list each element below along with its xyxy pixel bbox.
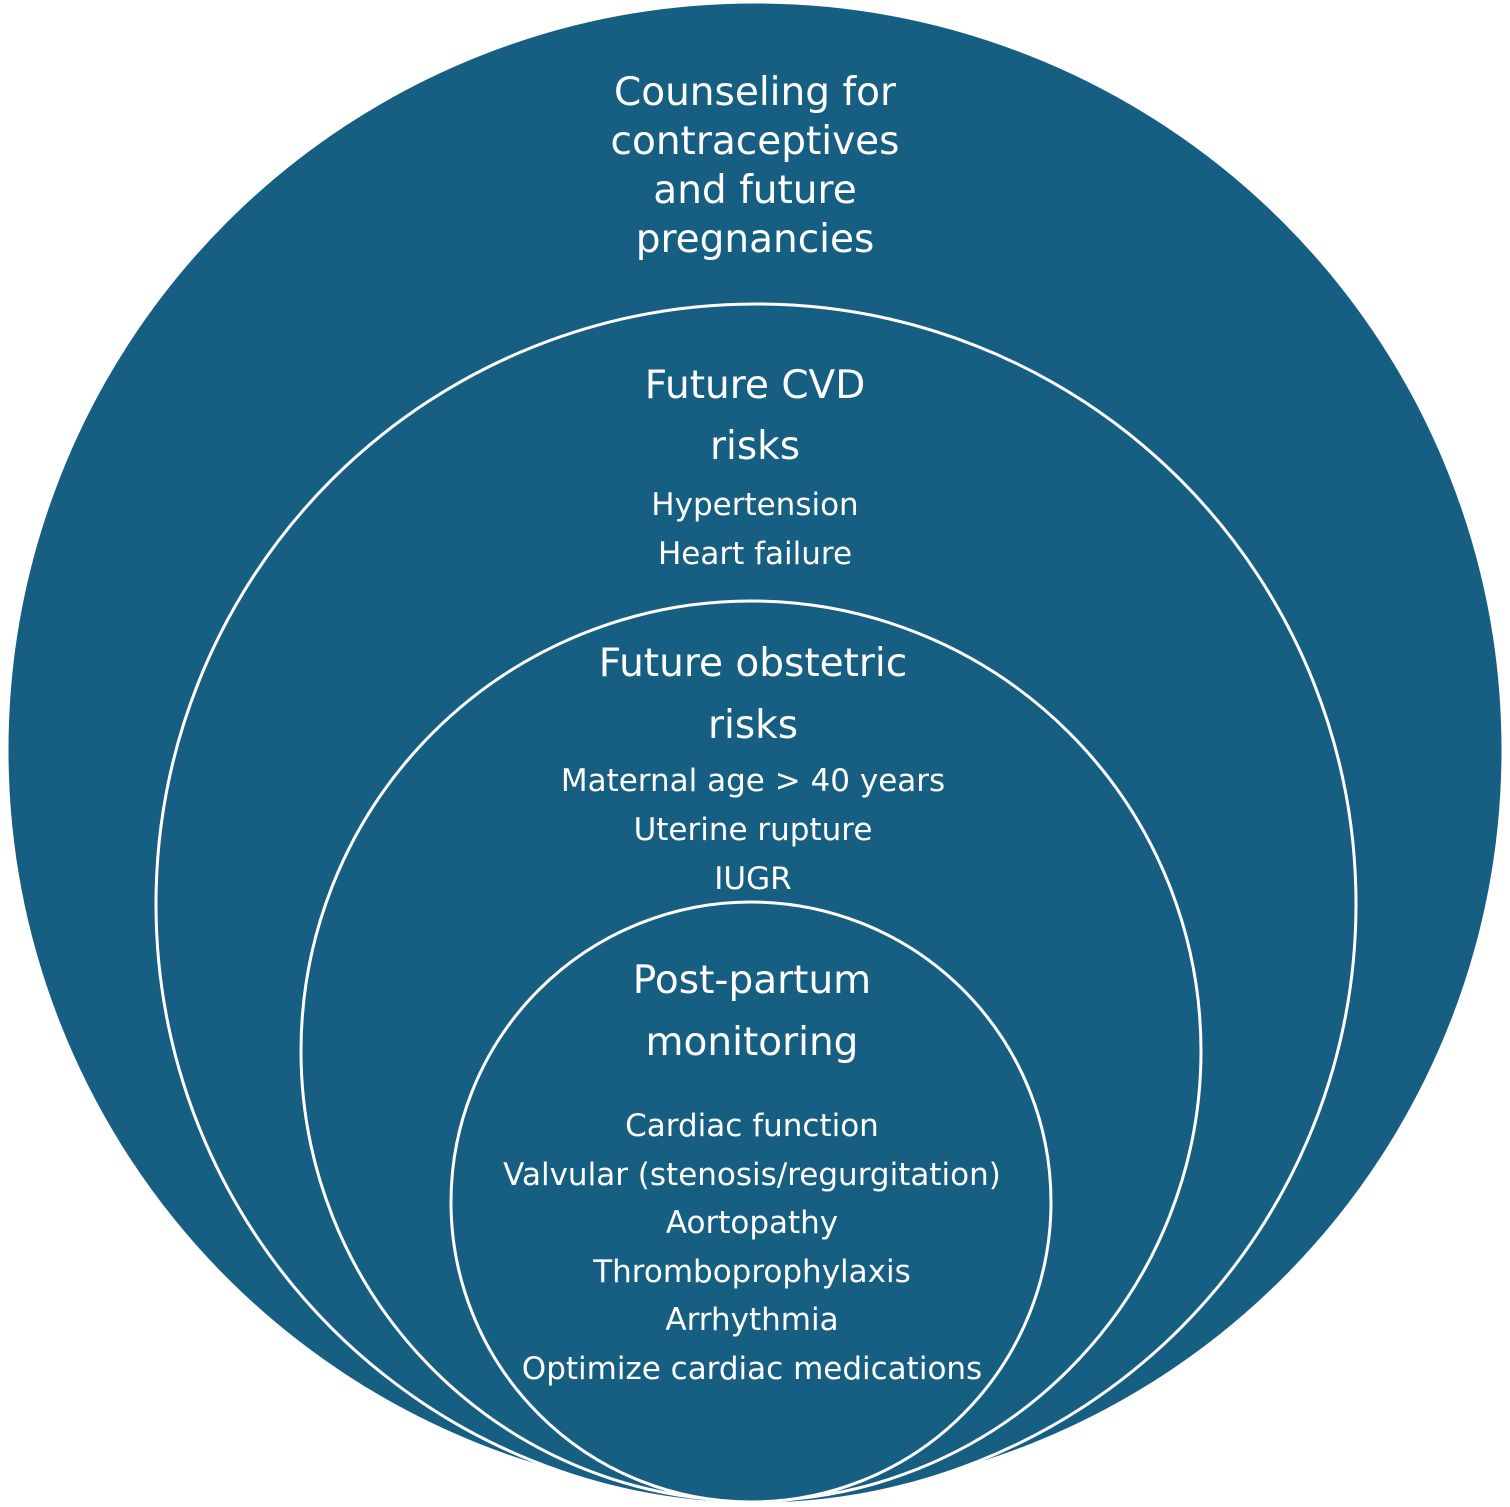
heading-line: risks [707, 703, 799, 748]
list-item: Maternal age > 40 years [560, 763, 946, 799]
future-obstetric-risks-heading: Future obstetric risks [561, 633, 945, 757]
list-item: Aortopathy [665, 1205, 839, 1242]
list-item: Hypertension [651, 487, 859, 523]
heading-line: pregnancies [635, 217, 875, 262]
list-item: Heart failure [657, 536, 853, 572]
post-partum-monitoring-label: Post-partum monitoring Cardiac function … [503, 950, 1001, 1394]
heading-line: Future obstetric [598, 641, 908, 686]
future-obstetric-risks-list: Maternal age > 40 years Uterine rupture … [561, 757, 945, 904]
heading-line: monitoring [645, 1020, 859, 1065]
future-cvd-risks-label: Future CVD risks Hypertension Heart fail… [645, 355, 866, 579]
post-partum-monitoring-list: Cardiac function Valvular (stenosis/regu… [503, 1102, 1001, 1394]
heading-line: contraceptives [610, 119, 900, 164]
list-item: Valvular (stenosis/regurgitation) [503, 1156, 1001, 1193]
list-item: Uterine rupture [633, 812, 873, 848]
future-obstetric-risks-label: Future obstetric risks Maternal age > 40… [561, 633, 945, 904]
heading-line: risks [709, 424, 801, 469]
circle-post-partum-monitoring [449, 900, 1053, 1504]
future-cvd-risks-list: Hypertension Heart failure [645, 481, 866, 579]
counseling-label: Counseling for contraceptives and future… [611, 68, 900, 264]
heading-line: and future [653, 168, 857, 213]
counseling-heading: Counseling for contraceptives and future… [611, 68, 900, 264]
list-item: Thromboprophylaxis [593, 1253, 911, 1290]
list-item: IUGR [714, 861, 792, 897]
list-item: Arrhythmia [665, 1302, 839, 1339]
heading-line: Counseling for [613, 70, 896, 115]
list-item: Optimize cardiac medications [521, 1350, 983, 1387]
future-cvd-risks-heading: Future CVD risks [645, 355, 866, 477]
heading-line: Post-partum [632, 958, 872, 1003]
post-partum-monitoring-heading: Post-partum monitoring [503, 950, 1001, 1074]
list-item: Cardiac function [625, 1108, 879, 1144]
heading-line: Future CVD [644, 363, 866, 408]
